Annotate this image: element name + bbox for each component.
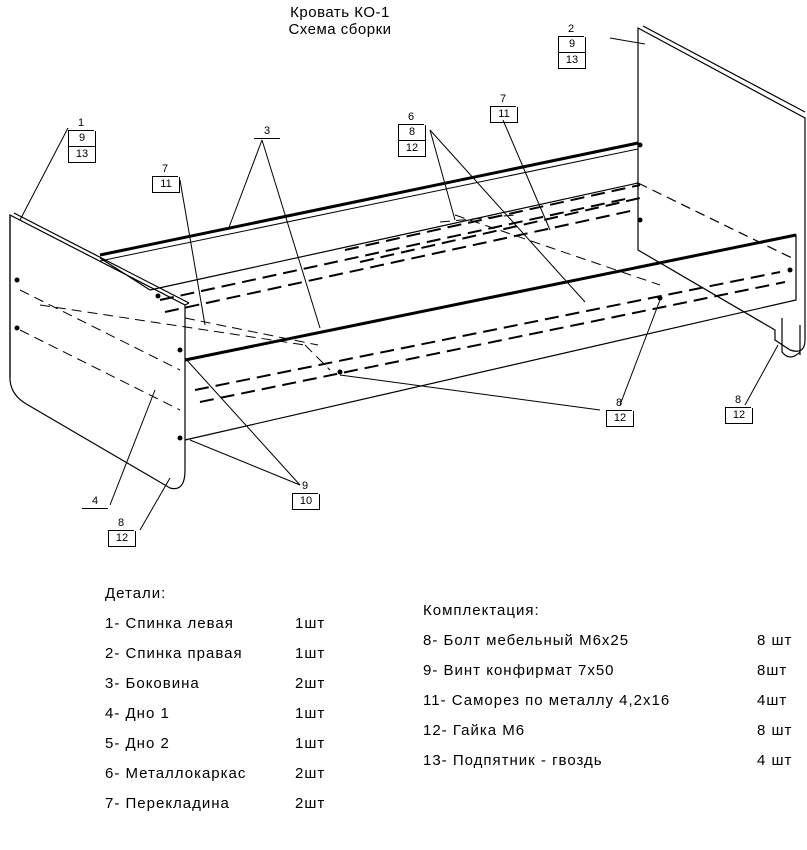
parts-heading: Детали:: [105, 585, 167, 602]
title-line-2: Схема сборки: [288, 21, 392, 38]
callout-part-7-right: 7 11: [490, 92, 518, 123]
title-line-1: Кровать КО-1: [290, 4, 390, 21]
left-headboard: [9, 214, 186, 490]
callout-part-9: 9 10: [292, 479, 320, 510]
callout-part-8-right: 8 12: [725, 393, 753, 424]
diagram-title: Кровать КО-1 Схема сборки: [240, 4, 440, 38]
kit-heading: Комплектация:: [423, 602, 540, 619]
callout-part-6: 6 8 12: [398, 110, 426, 157]
callout-part-1: 1 9 13: [68, 116, 96, 163]
right-headboard: [637, 26, 806, 352]
callout-part-3: 3: [254, 124, 280, 139]
callout-part-7-left: 7 11: [152, 162, 180, 193]
callout-part-4: 4: [82, 494, 108, 509]
assembly-drawing: [9, 25, 806, 531]
callout-part-2: 2 9 13: [558, 22, 586, 69]
callout-part-8-left: 8 12: [108, 516, 136, 547]
callout-part-8-middle: 8 12: [606, 396, 634, 427]
